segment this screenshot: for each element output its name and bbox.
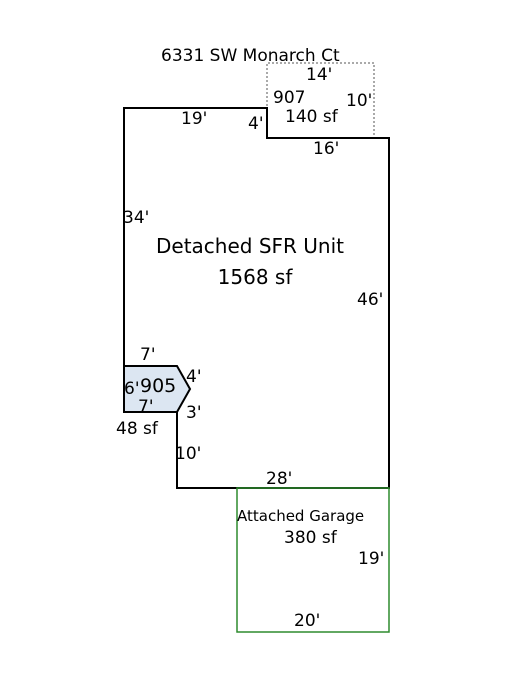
dim-lower-left: 10' [175,444,201,464]
area-905-lower-right-label: 3' [186,403,202,423]
area-907-outline [266,62,375,138]
area-905-shape [123,365,192,413]
main-unit-area: 1568 sf [218,265,294,289]
garage-name: Attached Garage [237,507,364,525]
dim-top-left: 19' [181,109,207,129]
main-unit-name: Detached SFR Unit [156,234,344,258]
area-907-depth-label: 10' [346,91,372,111]
area-905-bottom-label: 7' [138,397,154,417]
area-905-top-label: 7' [140,345,156,365]
area-905-area: 48 sf [116,419,159,439]
area-907-width-label: 14' [306,65,332,85]
dim-top-right: 16' [313,139,339,159]
main-unit-outline [123,107,390,489]
area-905-code: 905 [140,375,176,397]
area-905-left-label: 6' [124,379,140,399]
garage-bottom-label: 20' [294,611,320,631]
dim-step: 4' [248,114,264,134]
area-907-area: 140 sf [285,107,339,127]
garage-outline [236,487,390,633]
dim-left: 34' [123,208,149,228]
address-title: 6331 SW Monarch Ct [161,46,340,66]
area-907-code: 907 [273,88,305,108]
garage-side-label: 19' [358,549,384,569]
garage-area: 380 sf [284,528,338,548]
dim-bottom: 28' [266,469,292,489]
area-905-upper-right-label: 4' [186,367,202,387]
dim-right: 46' [357,290,383,310]
